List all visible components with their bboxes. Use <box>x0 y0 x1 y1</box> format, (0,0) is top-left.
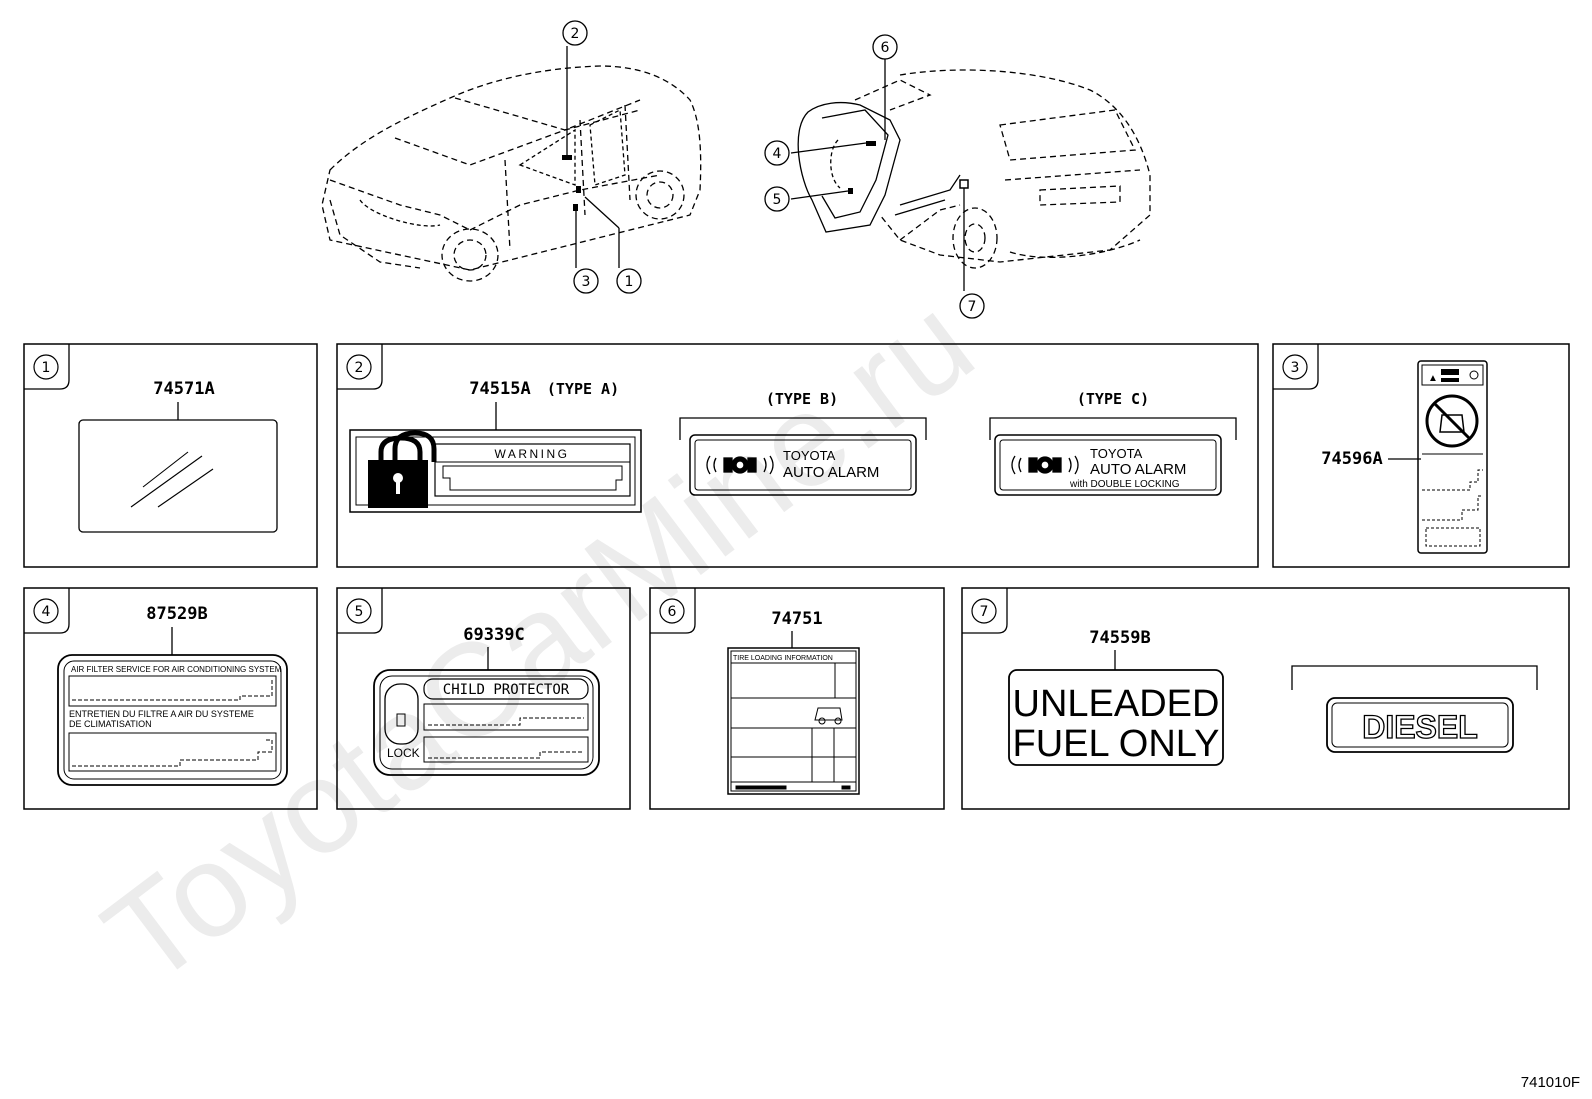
auto-alarm-sticker-type-c: TOYOTA AUTO ALARM with DOUBLE LOCKING <box>994 434 1222 496</box>
warning-sticker-type-a: WARNING <box>349 429 642 513</box>
svg-text:2: 2 <box>571 26 580 42</box>
panel-5: 5 69339C LOCK CHILD PROTECTOR <box>336 587 631 810</box>
panel-1-number: 1 <box>42 360 51 376</box>
diesel-label: DIESEL <box>1326 697 1514 753</box>
type-c-label: (TYPE C) <box>1077 390 1149 408</box>
part-number-74596A: 74596A <box>1321 449 1382 469</box>
diesel-text: DIESEL <box>1362 709 1478 745</box>
double-locking-text: with DOUBLE LOCKING <box>1069 479 1180 490</box>
child-protector-label-69339C: LOCK CHILD PROTECTOR <box>373 669 600 776</box>
panel-4: 4 87529B AIR FILTER SERVICE FOR AIR COND… <box>23 587 318 810</box>
part-number-87529B: 87529B <box>146 604 207 624</box>
panel-7: 7 74559B UNLEADED FUEL ONLY DIESEL <box>961 587 1570 810</box>
panel-3-number: 3 <box>1291 360 1300 376</box>
padlock-icon <box>368 430 437 508</box>
vehicle-icon <box>814 707 843 721</box>
panel-4-number: 4 <box>42 604 51 620</box>
callout-5: 5 <box>764 186 790 212</box>
part-number-74751: 74751 <box>771 609 822 629</box>
panel-2-number: 2 <box>355 360 364 376</box>
vertical-sticker-74596A: ▲ <box>1417 360 1488 554</box>
child-protector-title: CHILD PROTECTOR <box>443 682 570 698</box>
front-car-illustration <box>321 65 702 282</box>
rear-leader-lines <box>790 58 965 291</box>
part-number-74515A: 74515A <box>469 379 530 399</box>
lock-text: LOCK <box>387 746 420 760</box>
fuel-only-text: FUEL ONLY <box>1013 723 1220 765</box>
label-mark-1 <box>576 186 581 193</box>
part-number-74559B: 74559B <box>1089 628 1150 648</box>
auto-alarm-sticker-type-b: TOYOTA AUTO ALARM <box>689 434 917 496</box>
brand-text-b: TOYOTA <box>783 448 836 463</box>
callout-1: 1 <box>616 268 642 294</box>
svg-text:6: 6 <box>881 40 890 56</box>
panel-1: 1 74571A <box>23 343 318 568</box>
label-mark-4 <box>866 141 876 146</box>
callout-6: 6 <box>872 34 898 60</box>
callout-7: 7 <box>959 293 985 319</box>
watermark: ToyotaCarMine.ru <box>78 268 998 1012</box>
panel-7-number: 7 <box>980 604 989 620</box>
warning-triangle-icon: ▲ <box>1428 373 1438 384</box>
callout-2: 2 <box>562 20 588 46</box>
label-mark-7 <box>959 179 969 189</box>
type-b-label: (TYPE B) <box>766 390 838 408</box>
warning-text: WARNING <box>494 447 569 461</box>
part-number-74571A: 74571A <box>153 379 214 399</box>
rear-open-door <box>797 101 961 233</box>
panel-2: 2 74515A (TYPE A) WARNING (TYPE B) <box>336 343 1259 568</box>
callout-4: 4 <box>764 140 790 166</box>
panel-5-number: 5 <box>355 604 364 620</box>
alarm-text-c: AUTO ALARM <box>1090 461 1186 478</box>
brand-text-c: TOYOTA <box>1090 446 1143 461</box>
rear-car-illustration <box>854 69 1151 269</box>
svg-text:3: 3 <box>582 274 591 290</box>
svg-text:1: 1 <box>625 274 634 290</box>
air-filter-text-fr-1: ENTRETIEN DU FILTRE A AIR DU SYSTEME <box>69 709 254 719</box>
label-mark-3 <box>573 204 578 211</box>
callout-3: 3 <box>573 268 599 294</box>
alarm-text-b: AUTO ALARM <box>783 464 879 481</box>
glass-label-74571A <box>78 419 278 533</box>
top-callouts: 2 3 1 6 4 5 7 <box>562 20 985 319</box>
air-filter-label-87529B: AIR FILTER SERVICE FOR AIR CONDITIONING … <box>57 654 288 786</box>
label-mark-2 <box>562 155 572 160</box>
unleaded-text: UNLEADED <box>1013 683 1220 725</box>
air-filter-text-en: AIR FILTER SERVICE FOR AIR CONDITIONING … <box>71 665 282 674</box>
alarm-siren-icon <box>1011 455 1079 475</box>
part-number-69339C: 69339C <box>463 625 524 645</box>
tire-loading-label-74751: TIRE LOADING INFORMATION <box>727 647 860 795</box>
lock-switch-icon <box>384 683 419 745</box>
prohibition-icon <box>1425 394 1479 448</box>
panel-6-number: 6 <box>668 604 677 620</box>
panel-6: 6 74751 TIRE LOADING INFORMATION <box>649 587 945 810</box>
alarm-siren-icon <box>706 455 774 475</box>
type-a-label: (TYPE A) <box>547 380 619 398</box>
diagram-id: 741010F <box>1521 1074 1580 1091</box>
unleaded-fuel-label: UNLEADED FUEL ONLY <box>1008 669 1224 766</box>
label-mark-5 <box>848 188 853 194</box>
svg-text:4: 4 <box>773 146 782 162</box>
air-filter-text-fr-2: DE CLIMATISATION <box>69 719 152 729</box>
front-leader-lines <box>566 46 620 268</box>
panel-3: 3 74596A ▲ <box>1272 343 1570 568</box>
svg-text:5: 5 <box>773 192 782 208</box>
svg-text:7: 7 <box>968 299 977 315</box>
tire-loading-title: TIRE LOADING INFORMATION <box>733 655 833 662</box>
